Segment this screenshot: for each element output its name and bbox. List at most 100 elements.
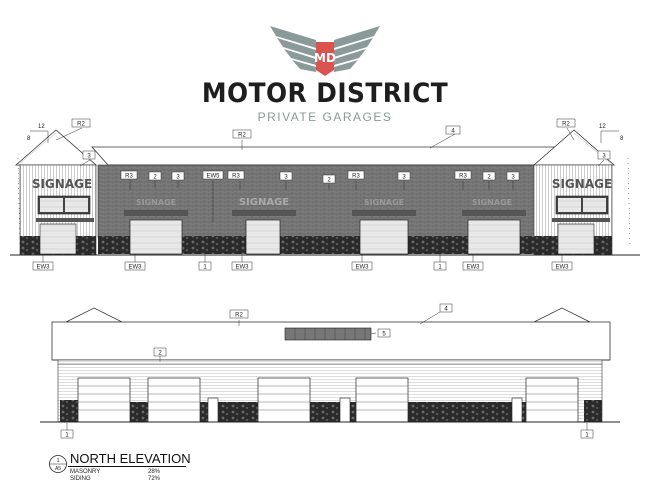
tag-r3-bay4: R3 — [454, 170, 472, 180]
svg-text:EW5: EW5 — [206, 174, 220, 180]
tag-ew3-4: EW3 — [351, 261, 373, 271]
tag-r2-right: R2 — [556, 118, 576, 128]
tag-2-center: 2 — [322, 174, 336, 184]
title-underline — [68, 466, 186, 467]
svg-text:1: 1 — [56, 458, 59, 464]
tag-3-bay1: 3 — [171, 171, 185, 181]
svg-text:R3: R3 — [459, 174, 467, 180]
tag-r2-center: R2 — [232, 129, 252, 139]
elevation-title: NORTH ELEVATION — [70, 451, 191, 466]
tag-ew3-3: EW3 — [231, 261, 253, 271]
tag-ew5: EW5 — [202, 170, 224, 180]
section-marker-icon: 1 A5 — [49, 455, 67, 473]
svg-text:R3: R3 — [232, 174, 240, 180]
svg-text:2: 2 — [158, 351, 162, 357]
svg-text:R2: R2 — [562, 122, 570, 128]
right-tower — [532, 129, 616, 256]
right-wing-icon — [334, 26, 380, 72]
tag-4-lower: 4 — [439, 303, 453, 313]
svg-text:5: 5 — [382, 332, 386, 338]
garage-bay-3 — [352, 210, 416, 255]
garage-bay-1 — [124, 210, 188, 255]
pitch-indicator-left: 12 8 — [27, 124, 49, 143]
svg-text:2: 2 — [153, 175, 157, 181]
svg-text:R2: R2 — [235, 313, 243, 319]
tag-2-bay1: 2 — [148, 171, 162, 181]
svg-text:4: 4 — [451, 129, 455, 135]
tag-3-left-tower: 3 — [82, 150, 96, 160]
brand-logo-icon: MD — [270, 26, 380, 76]
svg-text:3: 3 — [87, 154, 91, 160]
tag-r3-bay1: R3 — [120, 170, 138, 180]
tag-1-upper-left: 1 — [198, 261, 212, 271]
tag-ew3-2: EW3 — [124, 261, 146, 271]
svg-text:1: 1 — [65, 433, 69, 439]
svg-text:R3: R3 — [125, 174, 133, 180]
tag-3-bay4: 3 — [506, 171, 520, 181]
tag-1-lower-left: 1 — [60, 429, 74, 439]
svg-text:1: 1 — [203, 265, 207, 271]
svg-text:R2: R2 — [77, 122, 85, 128]
svg-text:12: 12 — [38, 124, 45, 130]
overhead-doors — [77, 377, 579, 423]
svg-text:8: 8 — [27, 136, 31, 142]
svg-text:8: 8 — [620, 136, 624, 142]
svg-text:EW3: EW3 — [555, 265, 569, 271]
svg-text:R3: R3 — [352, 174, 360, 180]
shield-icon — [316, 42, 334, 76]
garage-bay-2 — [232, 210, 296, 255]
svg-text:3: 3 — [511, 175, 515, 181]
garage-bay-4 — [462, 210, 526, 255]
svg-text:2: 2 — [487, 175, 491, 181]
svg-text:3: 3 — [402, 175, 406, 181]
tag-ew3-1: EW3 — [32, 261, 54, 271]
stone-base — [98, 236, 550, 254]
bay-signage-2: SIGNAGE — [239, 197, 289, 208]
tag-5-lower: 5 — [377, 328, 391, 338]
svg-text:3: 3 — [284, 175, 288, 181]
bay-signage-4: SIGNAGE — [472, 198, 512, 207]
left-wing-icon — [270, 26, 316, 72]
brand-title: MOTOR DISTRICT — [201, 78, 449, 109]
upper-elevation-drawing: SIGNAGE SIGNAGE SIGNAGE SIGNAGE — [10, 118, 640, 271]
leader-lines-upper — [17, 127, 631, 262]
svg-text:3: 3 — [602, 154, 606, 160]
svg-text:1: 1 — [438, 265, 442, 271]
svg-text:1: 1 — [585, 433, 589, 439]
tag-4-upper: 4 — [445, 125, 461, 135]
left-tower — [14, 129, 98, 256]
main-roof — [91, 146, 557, 166]
svg-text:EW3: EW3 — [355, 265, 369, 271]
svg-text:EW3: EW3 — [466, 265, 480, 271]
right-signage: SIGNAGE — [552, 177, 612, 191]
brand-subtitle: PRIVATE GARAGES — [257, 110, 393, 124]
bay-signage-3: SIGNAGE — [364, 198, 404, 207]
tag-r2-left: R2 — [71, 118, 91, 128]
svg-text:4: 4 — [444, 307, 448, 313]
rooftop-unit — [284, 327, 372, 341]
tag-3-right-tower: 3 — [597, 150, 611, 160]
svg-text:12: 12 — [599, 124, 606, 130]
tag-r3-bay3: R3 — [347, 170, 365, 180]
svg-text:R2: R2 — [238, 133, 246, 139]
svg-text:EW3: EW3 — [36, 265, 50, 271]
svg-text:EW3: EW3 — [235, 265, 249, 271]
pitch-indicator-right: 12 8 — [599, 124, 624, 143]
tag-r3-bay2: R3 — [227, 170, 245, 180]
tag-ew3-5: EW3 — [462, 261, 484, 271]
left-signage: SIGNAGE — [32, 177, 92, 191]
tag-3-bay3: 3 — [397, 171, 411, 181]
lower-elevation-drawing: R2 4 5 2 1 1 — [40, 303, 620, 439]
svg-text:EW3: EW3 — [128, 265, 142, 271]
tag-2-bay4: 2 — [482, 171, 496, 181]
tag-r2-lower: R2 — [229, 309, 249, 319]
tag-ew3-6: EW3 — [551, 261, 573, 271]
svg-text:2: 2 — [327, 178, 331, 184]
tag-1-upper-right: 1 — [433, 261, 447, 271]
bay-signage-1: SIGNAGE — [136, 198, 176, 207]
svg-text:A5: A5 — [55, 466, 61, 472]
